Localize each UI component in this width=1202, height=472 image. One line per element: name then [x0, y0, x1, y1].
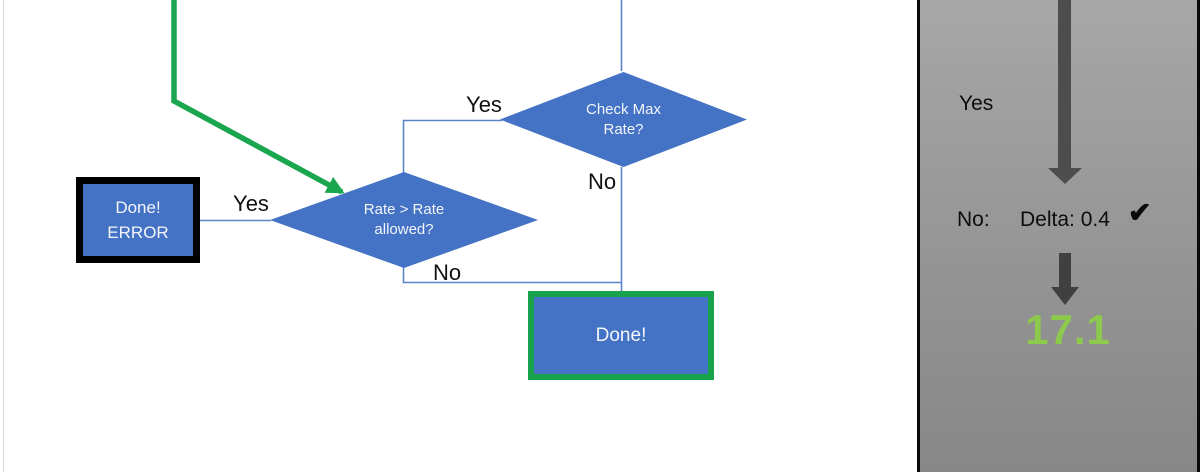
down-arrow-icon-head [1048, 168, 1082, 184]
green-flow-arrow [171, 0, 345, 195]
slide-left-edge [3, 0, 4, 472]
decision-rate-allowed-text-line2: allowed? [374, 221, 434, 238]
terminal-done-error-line2: ERROR [107, 223, 169, 242]
panel-no-label: No: [957, 208, 990, 231]
down-arrow-small-icon-head [1051, 287, 1079, 305]
result-value: 17.1 [1025, 306, 1111, 353]
label-checkmax-yes: Yes [466, 92, 502, 117]
label-rate-no: No [432, 260, 462, 285]
label-rate-yes: Yes [233, 191, 269, 216]
panel-yes-label: Yes [959, 92, 994, 115]
down-arrow-icon [1058, 0, 1071, 168]
panel-delta-value: Delta: 0.4 [1020, 208, 1110, 231]
check-icon: ✔ [1128, 197, 1152, 228]
decision-check-max-rate-text-line2: Rate? [603, 120, 644, 138]
terminal-done-error: Done! ERROR [76, 177, 200, 263]
terminal-done-error-line1: Done! [115, 198, 161, 217]
decision-check-max-rate-text-line1: Check Max [585, 100, 662, 118]
label-checkmax-no: No [587, 169, 617, 194]
down-arrow-small-icon [1059, 253, 1071, 287]
decision-rate-allowed-text-line1: Rate > Rate [363, 201, 445, 218]
terminal-done-label: Done! [595, 324, 647, 346]
terminal-done: Done! [528, 291, 714, 380]
side-panel: Yes No: Delta: 0.4 ✔ 17.1 [917, 0, 1200, 472]
